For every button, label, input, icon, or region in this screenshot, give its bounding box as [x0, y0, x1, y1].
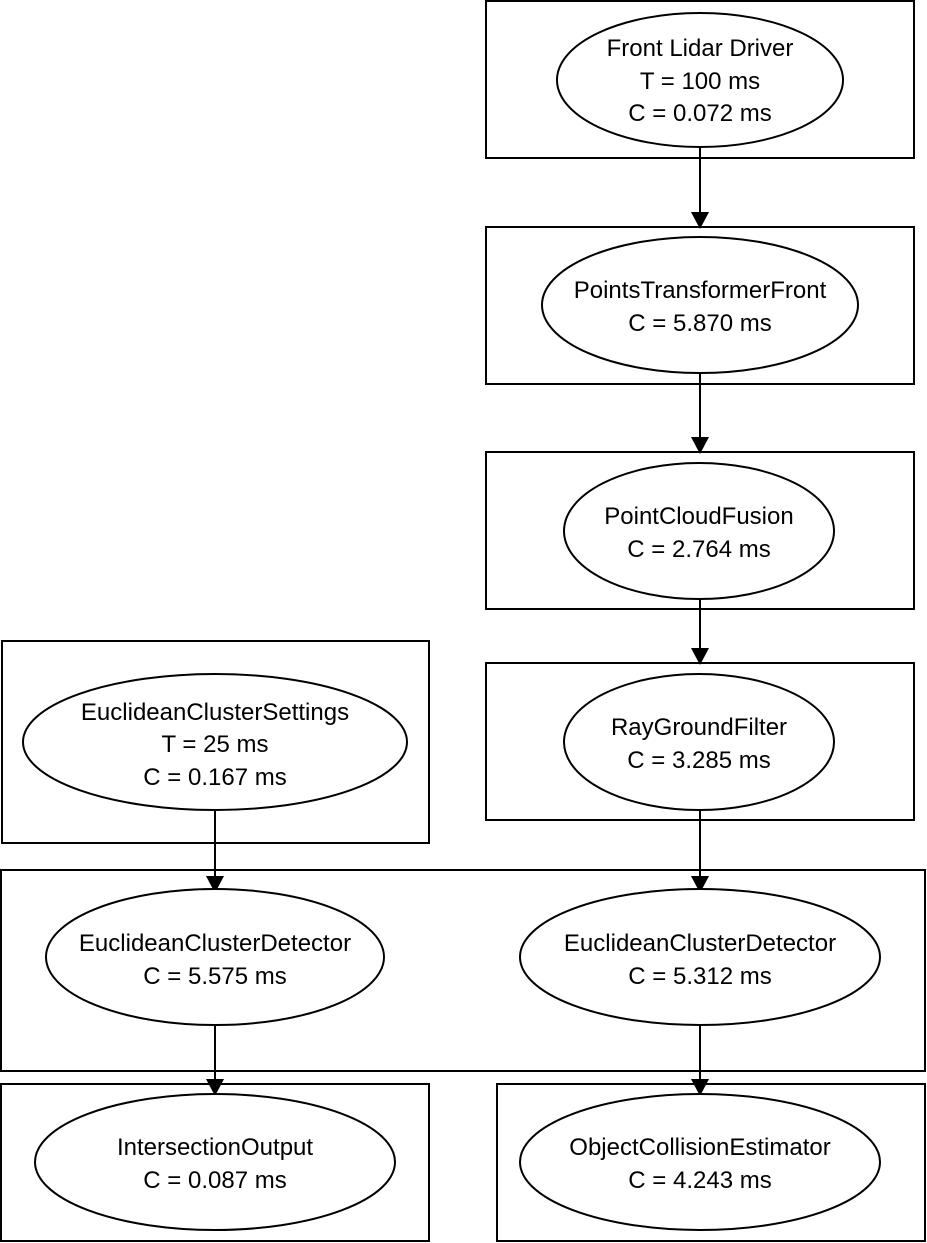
edge-arrowhead [691, 648, 709, 665]
node-title: PointsTransformerFront [574, 277, 827, 304]
node-title: Front Lidar Driver [607, 35, 794, 62]
node-ellipse [22, 673, 408, 811]
node-cost: C = 4.243 ms [628, 1167, 771, 1194]
node-ellipse [519, 888, 881, 1026]
edge-arrowhead [691, 437, 709, 454]
node-cost: C = 0.167 ms [143, 764, 286, 791]
node-cost: C = 0.087 ms [143, 1167, 286, 1194]
node-title: PointCloudFusion [604, 503, 793, 530]
node-ellipse [519, 1093, 881, 1231]
node-ellipse [45, 888, 385, 1026]
edge-arrowhead [206, 876, 224, 893]
node-front-lidar-driver: Front Lidar Driver T = 100 ms C = 0.072 … [556, 12, 844, 148]
node-ray-ground-filter: RayGroundFilter C = 3.285 ms [563, 673, 835, 811]
node-object-collision-estimator: ObjectCollisionEstimator C = 4.243 ms [519, 1093, 881, 1231]
node-ellipse [541, 236, 859, 374]
node-cost: C = 5.575 ms [143, 963, 286, 990]
node-euclidean-cluster-settings: EuclideanClusterSettings T = 25 ms C = 0… [22, 673, 408, 811]
node-title: IntersectionOutput [117, 1134, 313, 1161]
node-point-cloud-fusion: PointCloudFusion C = 2.764 ms [563, 462, 835, 600]
node-title: EuclideanClusterDetector [79, 930, 351, 957]
node-ellipse [563, 673, 835, 811]
node-title: EuclideanClusterSettings [81, 699, 349, 726]
edge-arrowhead [206, 1079, 224, 1096]
node-ellipse [556, 12, 844, 148]
node-period: T = 100 ms [640, 68, 760, 95]
node-intersection-output: IntersectionOutput C = 0.087 ms [34, 1093, 396, 1231]
node-cost: C = 5.312 ms [628, 963, 771, 990]
node-ellipse [34, 1093, 396, 1231]
node-ellipse [563, 462, 835, 600]
node-cost: C = 0.072 ms [628, 100, 771, 127]
node-title: ObjectCollisionEstimator [569, 1134, 830, 1161]
edge-arrowhead [691, 876, 709, 893]
edge-arrowhead [691, 1079, 709, 1096]
node-euclidean-cluster-detector-left: EuclideanClusterDetector C = 5.575 ms [45, 888, 385, 1026]
node-cost: C = 2.764 ms [627, 536, 770, 563]
node-period: T = 25 ms [162, 731, 269, 758]
edge-arrowhead [691, 212, 709, 229]
node-title: RayGroundFilter [611, 714, 787, 741]
node-euclidean-cluster-detector-right: EuclideanClusterDetector C = 5.312 ms [519, 888, 881, 1026]
node-cost: C = 3.285 ms [627, 747, 770, 774]
node-points-transformer-front: PointsTransformerFront C = 5.870 ms [541, 236, 859, 374]
node-cost: C = 5.870 ms [628, 310, 771, 337]
edges [206, 148, 709, 1096]
node-title: EuclideanClusterDetector [564, 930, 836, 957]
